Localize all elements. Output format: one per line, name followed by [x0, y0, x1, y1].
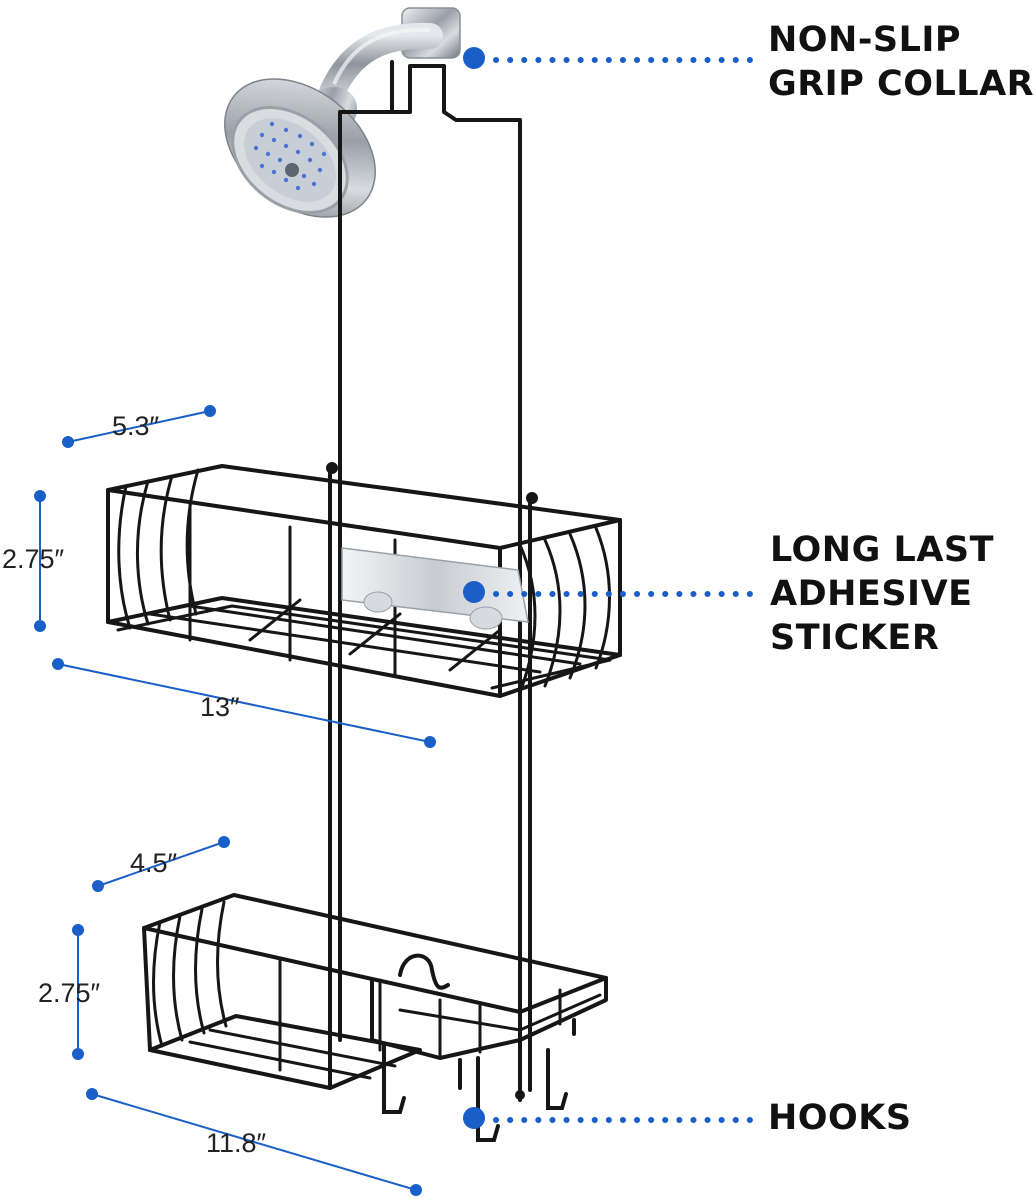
hooks-line1: HOOKS	[768, 1098, 912, 1138]
grip-collar-callout: NON-SLIP GRIP COLLAR	[768, 18, 1034, 106]
bottom-basket-height-label: 2.75″	[38, 978, 101, 1008]
top-basket-height-label: 2.75″	[2, 544, 65, 574]
grip-collar-pointer	[463, 47, 763, 69]
top-basket-width-label: 13″	[200, 692, 240, 722]
bottom-width-dimension-line	[86, 1088, 422, 1196]
hooks-pointer	[463, 1107, 763, 1129]
bottom-basket-width-label: 11.8″	[206, 1128, 267, 1158]
adhesive-sticker-line2: ADHESIVE	[770, 574, 973, 614]
shower-caddy-icon	[106, 60, 622, 1092]
bottom-height-dimension-line	[72, 924, 84, 1060]
hook-icon	[382, 1018, 576, 1142]
adhesive-sticker-line1: LONG LAST	[770, 530, 994, 570]
top-height-dimension-line	[34, 490, 46, 632]
hook-end-cap	[515, 1090, 525, 1100]
adhesive-sticker-line3: STICKER	[770, 618, 940, 658]
adhesive-sticker-pointer	[463, 581, 763, 603]
bottom-depth-dimension-line	[92, 836, 230, 892]
bottom-basket-depth-label: 4.5″	[130, 848, 178, 878]
top-depth-dimension-line	[62, 405, 216, 448]
top-width-dimension-line	[52, 658, 436, 748]
grip-collar-line1: NON-SLIP	[768, 20, 962, 60]
top-basket-depth-label: 5.3″	[112, 411, 160, 441]
grip-collar-line2: GRIP COLLAR	[768, 64, 1035, 104]
adhesive-sticker-callout: LONG LAST ADHESIVE STICKER	[770, 528, 994, 660]
adhesive-plate-icon	[341, 547, 529, 630]
hooks-callout: HOOKS	[768, 1096, 912, 1140]
shower-head-icon	[224, 7, 461, 218]
